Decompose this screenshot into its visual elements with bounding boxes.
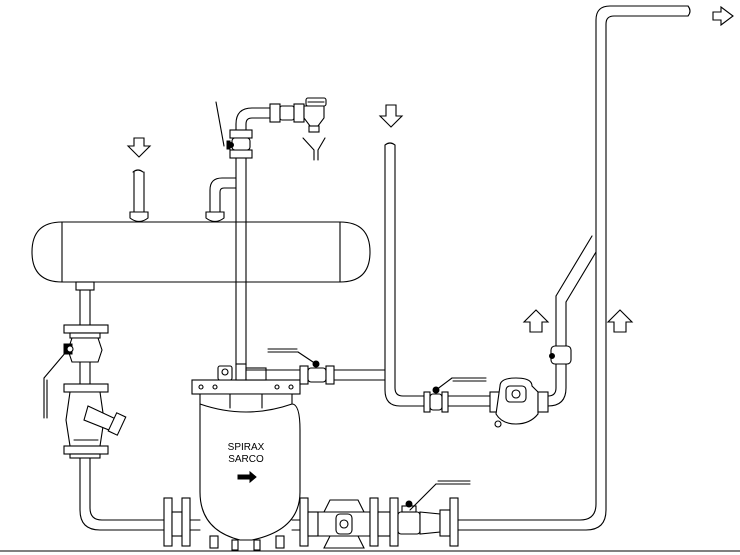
- pump-vessel: SPIRAX SARCO: [191, 363, 301, 541]
- arrow-down-icon: [126, 137, 152, 158]
- top-ball-valve: [215, 101, 253, 159]
- top-vertical-pipe: [235, 107, 271, 366]
- outlet-flange-lower: [63, 361, 109, 393]
- outlet-ball-valve: [43, 337, 103, 419]
- vessel-inlet-flanges: [163, 497, 201, 547]
- arrow-up-icon: [606, 309, 634, 333]
- vessel-brand-line1: SPIRAX: [228, 442, 265, 453]
- outlet-flanges-right: [369, 497, 399, 547]
- arrow-right-icon: [712, 5, 734, 27]
- tank-inlet-pipe: [129, 169, 149, 223]
- vessel-vent-line: [245, 348, 386, 385]
- trap-outlet-riser: [547, 235, 597, 407]
- outlet-flange-bottom: [63, 445, 109, 459]
- inlet-pipe-to-pump: [79, 457, 165, 531]
- vessel-legs: [209, 535, 285, 551]
- steam-downcomer-pipe: [384, 142, 425, 407]
- trap-inlet-ball-valve: [423, 377, 491, 413]
- arrow-down-icon: [378, 104, 404, 128]
- top-strainer-trap: [269, 97, 327, 133]
- flow-direction-icon: [237, 470, 257, 484]
- discharge-pipe: [457, 5, 691, 531]
- receiver-tank: [31, 221, 371, 283]
- tank-outlet-pipe: [75, 281, 95, 326]
- vessel-brand-line2: SARCO: [228, 454, 264, 465]
- outlet-check-valve: [317, 499, 371, 549]
- arrow-up-icon: [522, 309, 550, 333]
- steam-trap: [489, 377, 549, 428]
- y-strainer: [65, 391, 127, 447]
- drain-funnel: [302, 137, 326, 161]
- outlet-flange-upper: [63, 324, 109, 339]
- tank-vent-pipe: [205, 177, 237, 223]
- vessel-outlet-flanges: [291, 497, 319, 547]
- outlet-ball-valve-bottom: [397, 480, 471, 547]
